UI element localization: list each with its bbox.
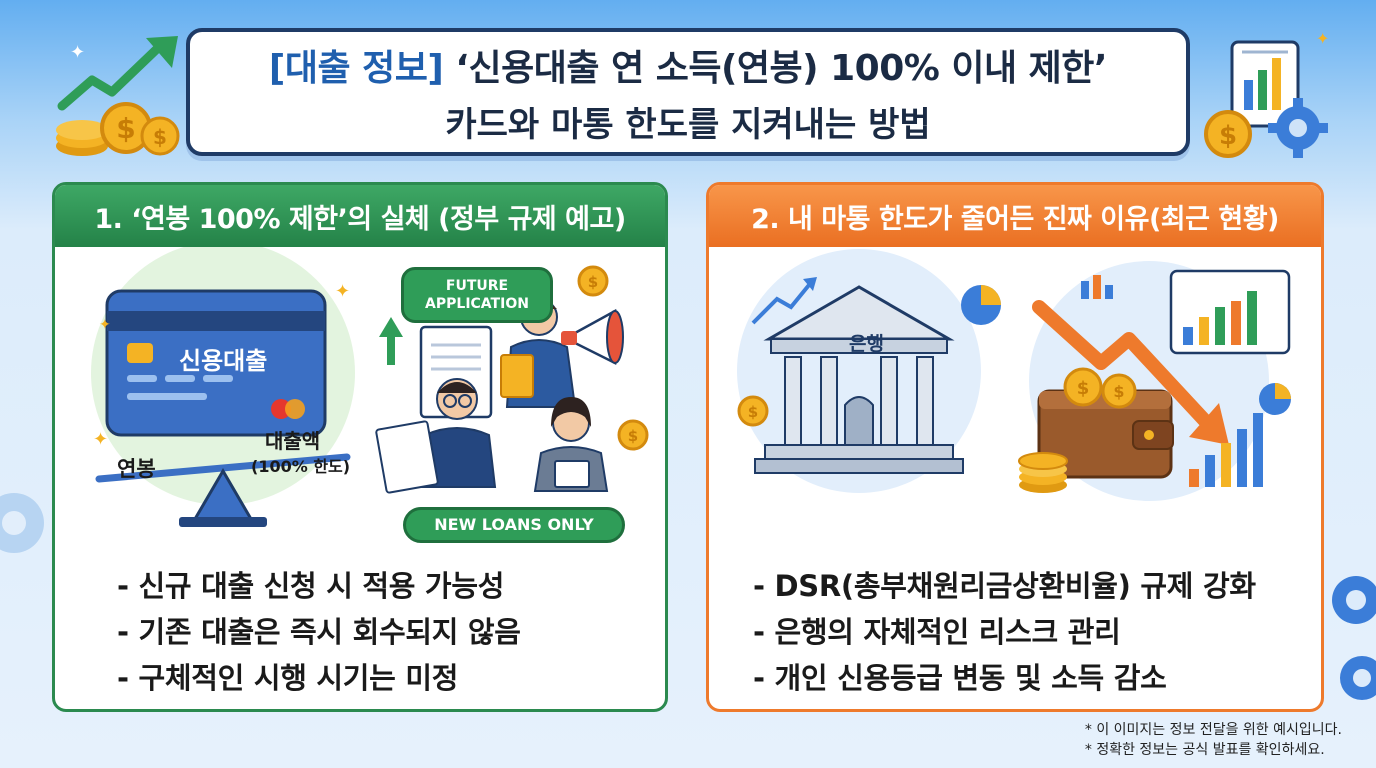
list-item: - 개인 신용등급 변동 및 소득 감소: [753, 661, 1167, 695]
svg-text:$: $: [588, 273, 598, 291]
bank-building-icon: [754, 285, 964, 474]
megaphone-icon: [561, 308, 624, 366]
footnote-line: * 이 이미지는 정보 전달을 위한 예시입니다.: [1084, 722, 1342, 738]
svg-text:✦: ✦: [93, 429, 108, 450]
new-loans-only-banner: NEW LOANS ONLY: [403, 507, 625, 543]
pie-chart-icon: [961, 285, 1001, 325]
gear-icon: [1332, 576, 1376, 700]
right-bullet-list: - DSR(총부채원리금상환비율) 규제 강화 - 은행의 자체적인 리스크 관…: [753, 563, 1256, 701]
list-item: - 신규 대출 신청 시 적용 가능성: [117, 569, 505, 603]
bank-label: 은행: [849, 333, 884, 355]
title-main: ‘신용대출 연 소득(연봉) 100% 이내 제한’: [455, 47, 1108, 89]
scale-right-sublabel: (100% 한도): [251, 457, 351, 476]
coin-stack-icon: [56, 120, 108, 156]
list-item: - 구체적인 시행 시기는 미정: [117, 661, 459, 695]
left-panel-illustration: ✦ ✦ ✦: [91, 247, 649, 527]
left-panel-heading: 1. ‘연봉 100% 제한’의 실체 (정부 규제 예고): [55, 185, 665, 247]
svg-text:$: $: [628, 427, 638, 445]
svg-text:✦: ✦: [70, 42, 85, 63]
svg-text:$: $: [1077, 378, 1090, 399]
document-chart-icon: $ ✦: [1204, 30, 1329, 158]
left-bullet-list: - 신규 대출 신청 시 적용 가능성 - 기존 대출은 즉시 회수되지 않음 …: [117, 563, 521, 701]
left-panel: 1. ‘연봉 100% 제한’의 실체 (정부 규제 예고) ✦ ✦ ✦: [52, 182, 668, 712]
list-item: - 은행의 자체적인 리스크 관리: [753, 615, 1121, 649]
svg-text:$: $: [116, 112, 135, 145]
footnote: * 이 이미지는 정보 전달을 위한 예시입니다. * 정확한 정보는 공식 발…: [1085, 720, 1342, 760]
svg-text:$: $: [1219, 121, 1237, 151]
right-panel-heading: 2. 내 마통 한도가 줄어든 진짜 이유(최근 현황): [709, 185, 1321, 247]
right-panel-illustration: $ $ $: [737, 249, 1291, 501]
svg-text:✦: ✦: [99, 317, 111, 333]
gear-icon: [0, 493, 44, 553]
page-title: [대출 정보] ‘신용대출 연 소득(연봉) 100% 이내 제한’: [268, 39, 1108, 91]
page-subtitle: 카드와 마통 한도를 지켜내는 방법: [445, 104, 931, 145]
future-application-bubble: FUTURE APPLICATION: [401, 267, 553, 323]
card-label: 신용대출: [179, 347, 268, 375]
new-loans-only-text: NEW LOANS ONLY: [434, 515, 594, 534]
bar-chart-card-icon: [1169, 269, 1291, 355]
scale-right-label: 대출액: [265, 429, 321, 453]
list-item: - DSR(총부채원리금상환비율) 규제 강화: [753, 569, 1256, 603]
svg-text:✦: ✦: [335, 281, 350, 302]
svg-text:$: $: [748, 403, 758, 421]
list-item: - 기존 대출은 즉시 회수되지 않음: [117, 615, 521, 649]
scale-left-label: 연봉: [117, 457, 156, 481]
down-trend-arrow-icon: [1032, 300, 1229, 445]
business-people-illustration: $ $: [375, 265, 649, 494]
future-application-text: FUTURE APPLICATION: [425, 278, 529, 312]
credit-card-icon: [105, 289, 327, 437]
svg-text:$: $: [1113, 382, 1124, 401]
footnote-line: * 정확한 정보는 공식 발표를 확인하세요.: [1084, 742, 1325, 758]
title-tag: [대출 정보]: [268, 47, 444, 89]
right-panel: 2. 내 마통 한도가 줄어든 진짜 이유(최근 현황) $: [706, 182, 1324, 712]
gear-icon: [1268, 98, 1328, 158]
svg-text:$: $: [153, 125, 167, 149]
svg-text:✦: ✦: [1316, 30, 1329, 48]
growth-arrow-coins-icon: $ $ ✦: [56, 36, 180, 156]
wallet-icon: $ $: [1037, 367, 1174, 479]
coin-stack-icon: [1018, 452, 1068, 493]
balance-scale-icon: [95, 453, 351, 527]
title-banner: [대출 정보] ‘신용대출 연 소득(연봉) 100% 이내 제한’ 카드와 마…: [186, 28, 1190, 156]
